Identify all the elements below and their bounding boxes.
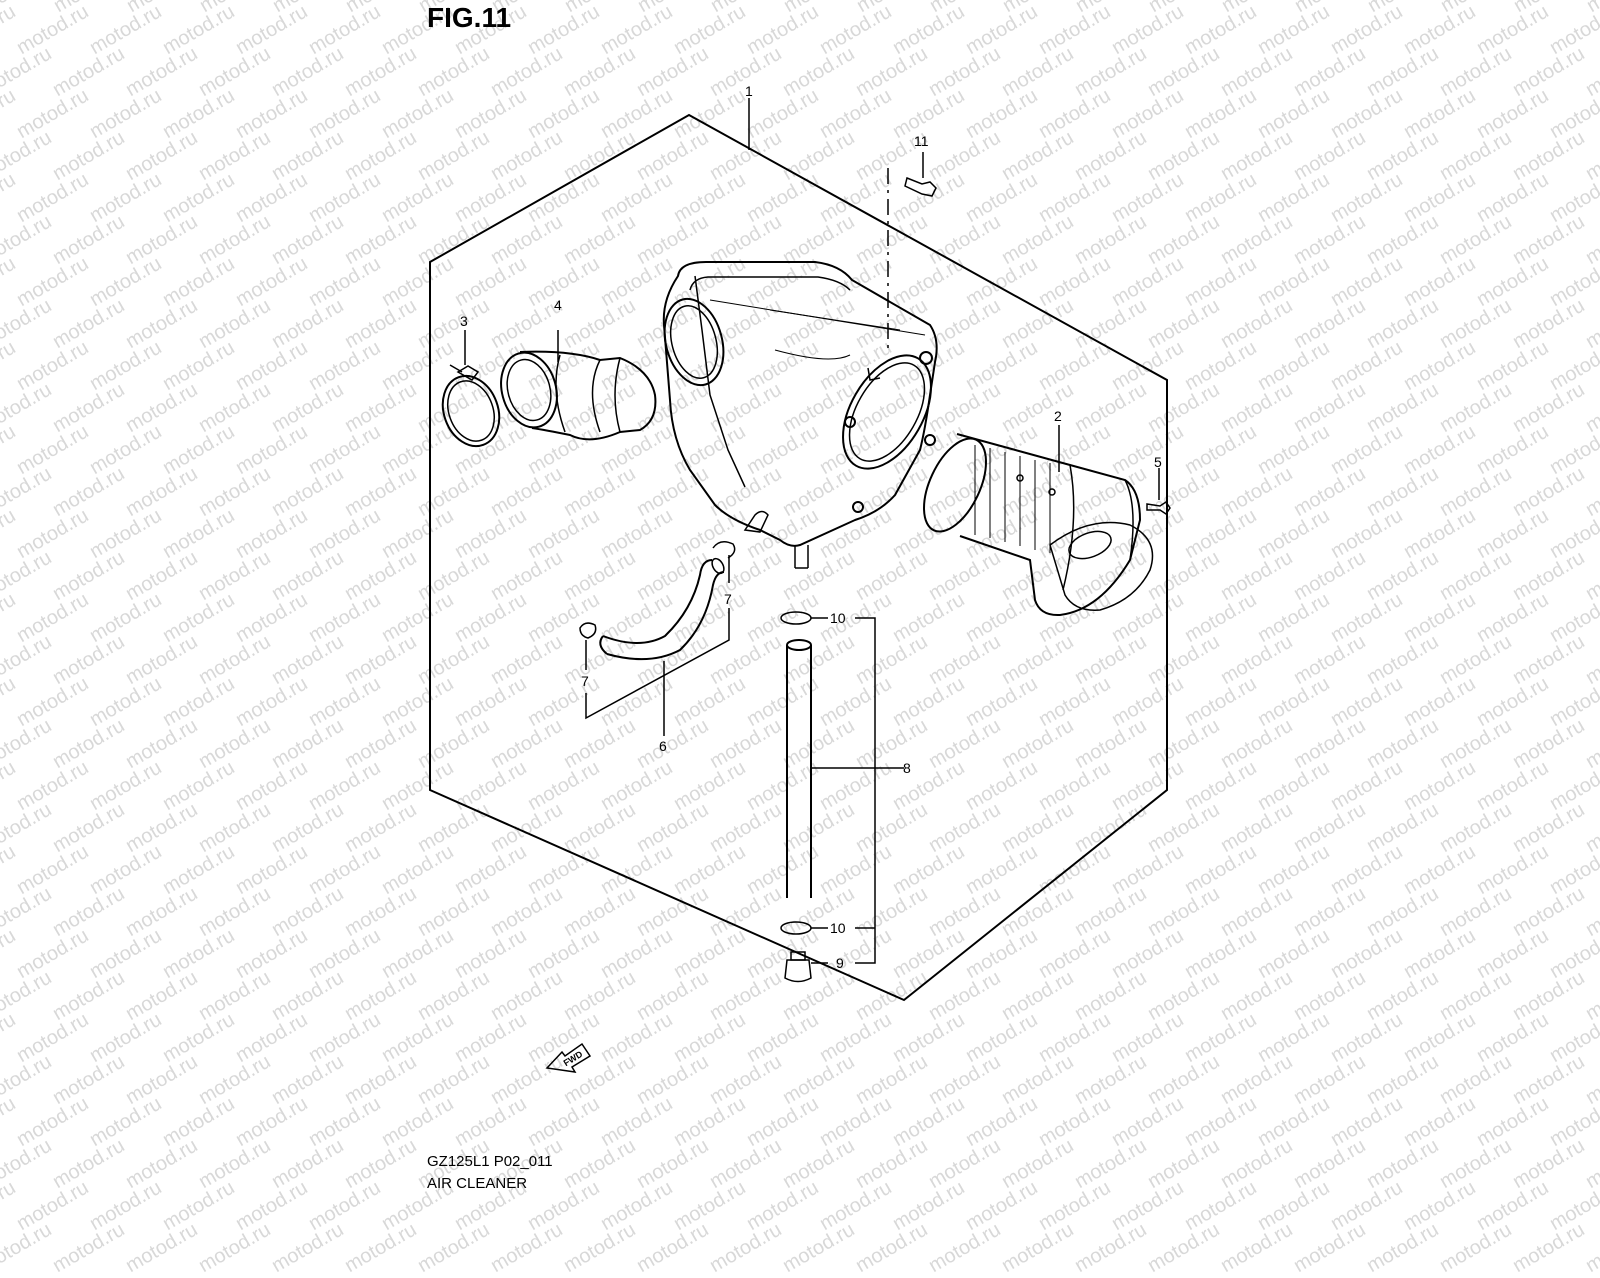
callout-1: 1	[745, 83, 753, 99]
callout-10-upper: 10	[830, 610, 846, 626]
watermark-text: motod.ru	[706, 1218, 786, 1278]
parts-diagram: 1 11 3 4 2 5 7 7 6 10 8 10 9 FWD	[429, 83, 1171, 1073]
drain-plug-9	[784, 951, 828, 983]
watermark-text: motod.ru	[195, 1218, 275, 1278]
watermark-text: motod.ru	[1509, 1218, 1589, 1278]
callout-7-upper: 7	[724, 591, 732, 607]
watermark-text: motod.ru	[122, 1218, 202, 1278]
watermark-text: motod.ru	[1582, 1218, 1600, 1278]
callout-6: 6	[659, 738, 667, 754]
watermark-text: motod.ru	[341, 1218, 421, 1278]
hose-clip-7-lower	[579, 608, 730, 736]
fwd-label: FWD	[562, 1049, 585, 1069]
callout-2: 2	[1054, 408, 1062, 424]
watermark-text: motod.ru	[633, 1218, 713, 1278]
watermark-text: motod.ru	[1144, 1218, 1224, 1278]
watermark-text: motod.ru	[49, 1218, 129, 1278]
watermark-text: motod.ru	[925, 1218, 1005, 1278]
filter-element-2	[923, 425, 1154, 617]
watermark-text: motod.ru	[1217, 1218, 1297, 1278]
watermark-text: motod.ru	[998, 1218, 1078, 1278]
fwd-arrow-icon	[545, 1042, 592, 1073]
clamp-10-lower	[780, 921, 828, 935]
watermark-text: motod.ru	[414, 1218, 494, 1278]
bolt-11	[887, 152, 937, 350]
callout-5: 5	[1154, 454, 1162, 470]
watermark-text: motod.ru	[0, 1218, 56, 1278]
assembly-boundary	[429, 113, 1168, 1002]
screw-5	[1146, 468, 1171, 516]
callout-7-lower: 7	[581, 673, 589, 689]
figure-code: GZ125L1 P02_011	[427, 1153, 553, 1170]
clamp-3	[441, 330, 501, 448]
callout-8: 8	[903, 760, 911, 776]
callout-9: 9	[836, 955, 844, 971]
watermark-text: motod.ru	[1071, 1218, 1151, 1278]
hose-clip-7-upper	[712, 541, 736, 583]
drain-tube-8	[786, 639, 904, 898]
callout-4: 4	[554, 297, 562, 313]
watermark-text: motod.ru	[268, 1218, 348, 1278]
watermark-text: motod.ru	[1436, 1218, 1516, 1278]
drain-hose-6	[599, 557, 725, 661]
watermark-text: motod.ru	[1290, 1218, 1370, 1278]
figure-name: AIR CLEANER	[427, 1175, 528, 1192]
callout-11: 11	[914, 133, 929, 149]
callout-bracket-8-9-10	[855, 617, 876, 964]
watermark-text: motod.ru	[560, 1218, 640, 1278]
watermark-text: motod.ru	[1363, 1218, 1443, 1278]
intake-boot-4	[500, 330, 657, 441]
clamp-10-upper	[780, 611, 828, 625]
callout-10-lower: 10	[830, 920, 846, 936]
figure-title: FIG.11	[427, 2, 512, 33]
watermark-text: motod.ru	[852, 1218, 932, 1278]
air-cleaner-box	[662, 261, 938, 569]
watermark-text: motod.ru	[779, 1218, 859, 1278]
watermark-text: motod.ru	[487, 1218, 567, 1278]
callout-3: 3	[460, 313, 468, 329]
